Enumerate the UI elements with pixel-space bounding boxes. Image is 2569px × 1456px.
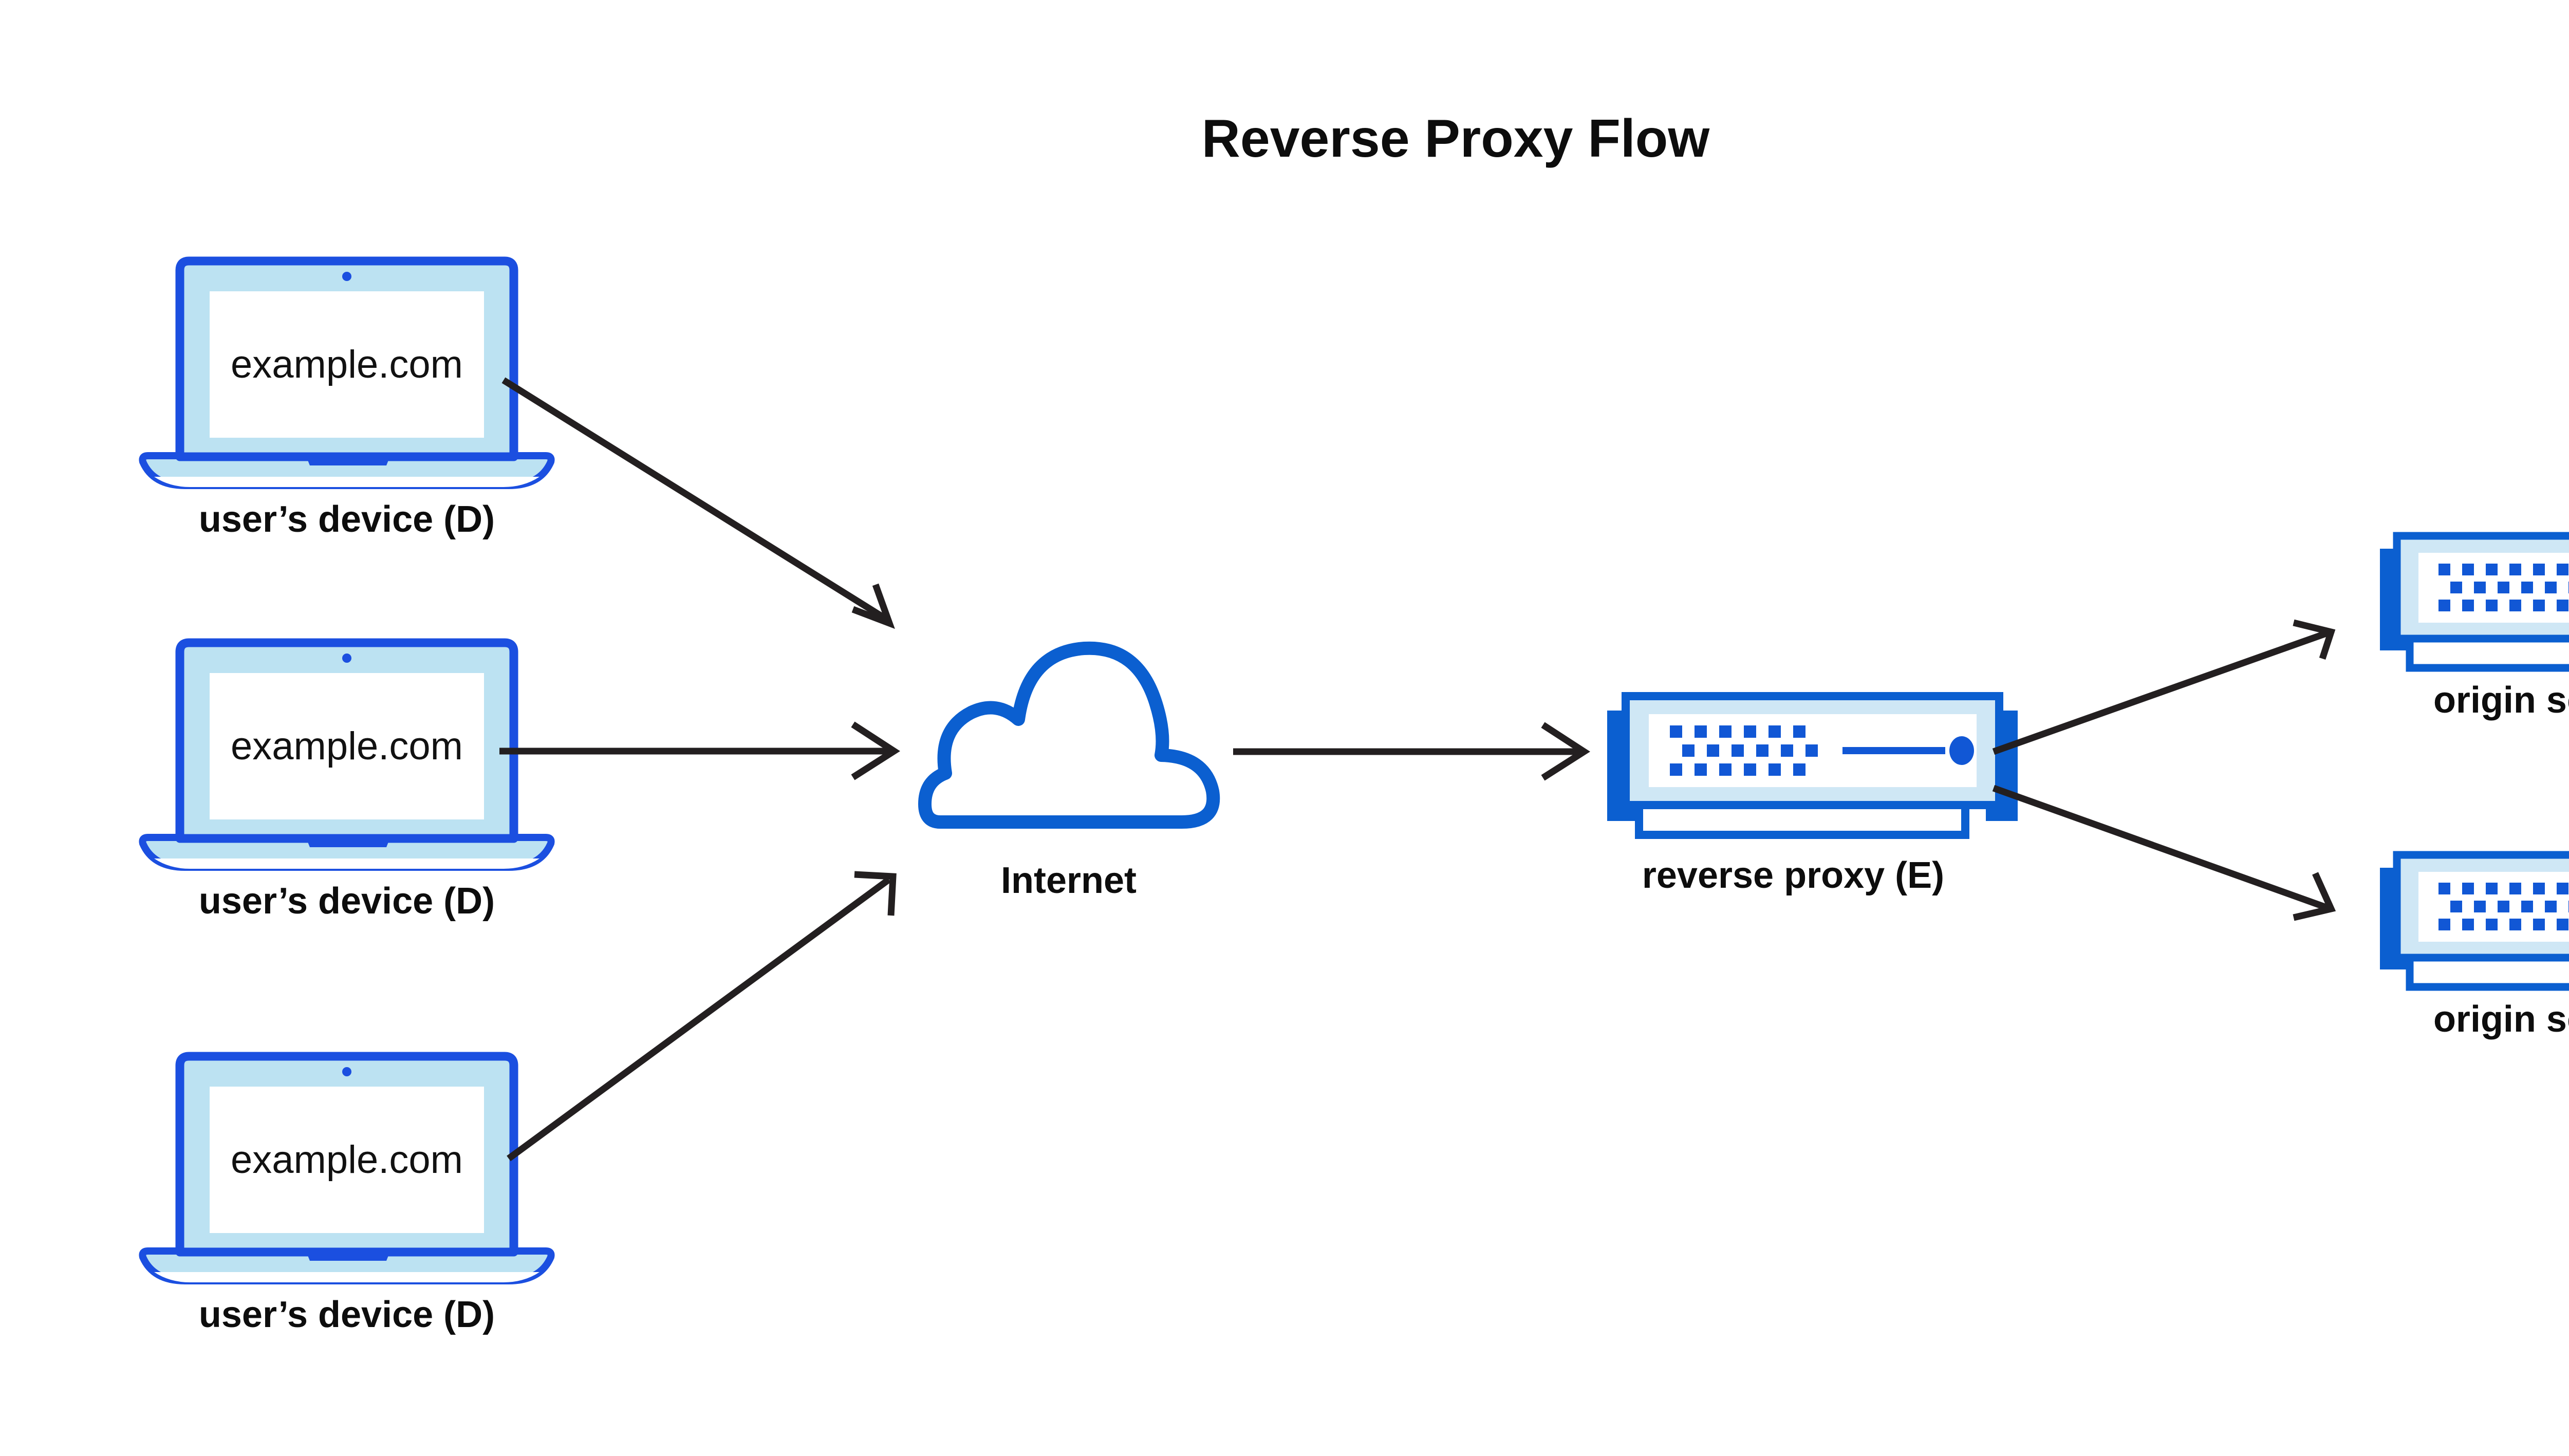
node-label-device-bottom: user’s device (D) [199, 1294, 495, 1335]
laptop-screen [210, 1087, 484, 1233]
server-led-grid [1670, 725, 1818, 776]
node-device-bottom[interactable]: example.com user’s device (D) [139, 1052, 555, 1335]
laptop-screen-text: example.com [231, 343, 463, 386]
edge-device-middle-to-internet [499, 721, 901, 780]
laptop-screen [210, 673, 484, 819]
camera-dot-icon [342, 272, 351, 281]
node-reverse-proxy[interactable]: reverse proxy (E) [1607, 692, 2018, 896]
laptop-screen [210, 291, 484, 438]
edge-internet-to-reverse-proxy [1233, 722, 1591, 781]
edge-reverse-proxy-to-origin-bottom [1992, 785, 2336, 921]
edge-reverse-proxy-to-origin-top [1992, 619, 2336, 755]
laptop-notch [306, 1250, 390, 1261]
laptop-icon [139, 1052, 555, 1284]
laptop-notch [306, 455, 390, 465]
edge-device-top-to-internet [501, 377, 895, 629]
server-icon [2380, 532, 2569, 672]
laptop-notch [306, 837, 390, 847]
server-led-grid [2438, 883, 2569, 930]
node-label-reverse-proxy: reverse proxy (E) [1642, 855, 1944, 896]
node-label-device-middle: user’s device (D) [199, 881, 495, 922]
laptop-icon [139, 256, 555, 489]
cloud-icon [918, 641, 1220, 829]
laptop-base-highlight [154, 1272, 539, 1282]
node-origin-top[interactable]: origin server (F) [2380, 532, 2569, 721]
server-slider-line [1842, 747, 1945, 754]
server-led-grid [2438, 564, 2569, 611]
page-title: Reverse Proxy Flow [1202, 109, 1710, 169]
node-label-device-top: user’s device (D) [199, 499, 495, 540]
server-icon [2380, 851, 2569, 991]
node-label-origin-top: origin server (F) [2433, 680, 2569, 721]
node-label-internet: Internet [1001, 860, 1137, 901]
edge-device-bottom-to-internet [507, 871, 897, 1162]
laptop-icon [139, 638, 555, 871]
server-indicator-dot-icon [1949, 736, 1974, 765]
server-icon [1607, 692, 2018, 839]
node-label-origin-bottom: origin server (F) [2433, 999, 2569, 1040]
laptop-screen-text: example.com [231, 724, 463, 768]
laptop-base-highlight [154, 858, 539, 869]
camera-dot-icon [342, 1067, 351, 1076]
node-device-top[interactable]: example.com user’s device (D) [139, 256, 555, 540]
node-device-middle[interactable]: example.com user’s device (D) [139, 638, 555, 922]
node-origin-bottom[interactable]: origin server (F) [2380, 851, 2569, 1040]
laptop-screen-text: example.com [231, 1138, 463, 1182]
camera-dot-icon [342, 654, 351, 663]
node-internet[interactable]: Internet [918, 641, 1220, 901]
laptop-base-highlight [154, 477, 539, 487]
